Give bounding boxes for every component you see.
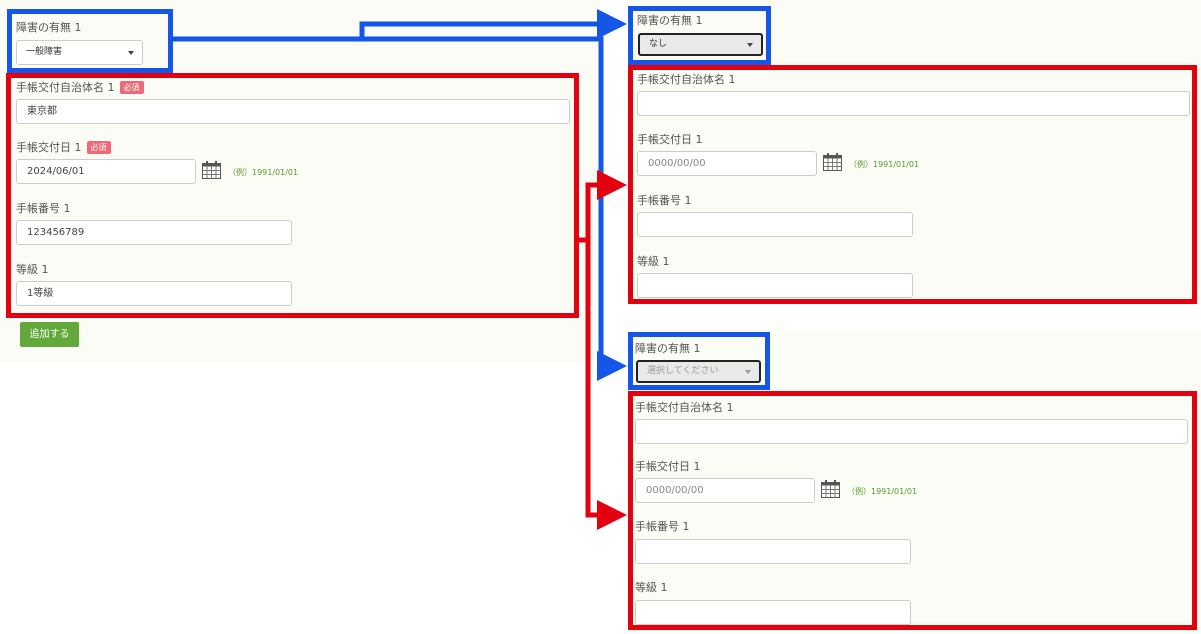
calendar-icon[interactable] (202, 161, 221, 179)
grade-input[interactable] (637, 273, 913, 298)
grade-label: 等級 1 (635, 581, 668, 594)
highlight-box-fields-right-bottom (628, 391, 1197, 630)
municipality-input[interactable]: 東京都 (16, 99, 570, 124)
number-input[interactable] (635, 539, 911, 564)
disability-label: 障害の有無 1 (637, 14, 703, 27)
add-button[interactable]: 追加する (20, 322, 79, 347)
calendar-icon[interactable] (821, 480, 840, 498)
highlight-box-disability-right-bottom (628, 332, 770, 390)
issue-date-label: 手帳交付日 1 (635, 460, 701, 473)
highlight-box-disability-left (7, 9, 173, 73)
disability-select-value: 一般障害 (26, 47, 63, 57)
red-arrow-to-top (578, 170, 627, 243)
number-label: 手帳番号 1 (635, 520, 690, 533)
required-badge: 必須 (119, 81, 144, 94)
issue-date-label: 手帳交付日 1 必須 (16, 139, 111, 155)
grade-input[interactable]: 1等級 (16, 281, 292, 306)
issue-date-hint: （例）1991/01/01 (228, 168, 299, 177)
chevron-down-icon (745, 370, 751, 374)
number-input[interactable] (637, 212, 913, 237)
highlight-box-disability-right-top (628, 6, 771, 65)
number-input[interactable]: 123456789 (16, 220, 292, 245)
municipality-input[interactable] (637, 91, 1190, 116)
grade-label: 等級 1 (16, 263, 49, 276)
calendar-icon[interactable] (823, 153, 842, 171)
disability-label: 障害の有無 1 (16, 21, 82, 34)
municipality-label: 手帳交付自治体名 1 必須 (16, 79, 144, 95)
disability-select-placeholder: 選択してください (647, 366, 719, 376)
highlight-box-fields-right-top (628, 65, 1197, 304)
issue-date-label: 手帳交付日 1 (637, 133, 703, 146)
number-label: 手帳番号 1 (637, 194, 692, 207)
issue-date-input[interactable]: 2024/06/01 (16, 159, 196, 184)
issue-date-label-text: 手帳交付日 1 (16, 141, 82, 154)
issue-date-hint: （例）1991/01/01 (849, 160, 920, 169)
disability-select[interactable]: 一般障害 (16, 40, 143, 65)
blue-arrow-to-bottom (362, 36, 627, 381)
disability-label: 障害の有無 1 (635, 342, 701, 355)
issue-date-input[interactable]: 0000/00/00 (635, 478, 815, 503)
municipality-label: 手帳交付自治体名 1 (637, 73, 736, 86)
number-label: 手帳番号 1 (16, 202, 71, 215)
disability-select[interactable]: 選択してください (636, 360, 761, 383)
grade-label: 等級 1 (637, 255, 670, 268)
grade-input[interactable] (635, 600, 911, 625)
chevron-down-icon (747, 43, 753, 47)
issue-date-input[interactable]: 0000/00/00 (637, 151, 817, 176)
municipality-input[interactable] (635, 419, 1188, 444)
highlight-box-fields-left (6, 73, 579, 318)
red-arrow-to-bottom (585, 240, 627, 530)
blue-arrow-to-top (172, 9, 627, 42)
issue-date-hint: （例）1991/01/01 (847, 487, 918, 496)
disability-select[interactable]: なし (638, 33, 763, 56)
municipality-label-text: 手帳交付自治体名 1 (16, 81, 115, 94)
disability-select-value: なし (649, 39, 668, 49)
municipality-label: 手帳交付自治体名 1 (635, 401, 734, 414)
required-badge: 必須 (86, 141, 111, 154)
chevron-down-icon (128, 51, 134, 55)
